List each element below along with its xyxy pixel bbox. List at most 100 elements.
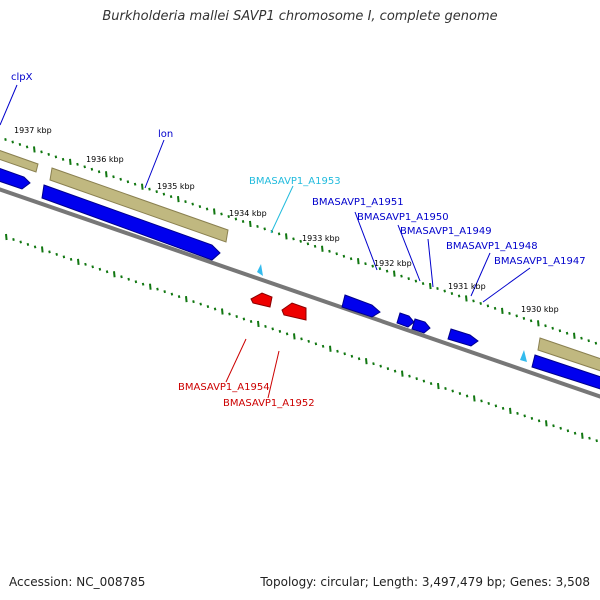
major-tick [113,271,116,278]
label-a1947[interactable]: BMASAVP1_A1947 [494,256,586,267]
minor-tick [472,299,475,303]
major-tick [141,183,144,190]
minor-tick [443,289,446,293]
tick-label-1933: 1933 kbp [302,234,340,243]
minor-tick [285,332,289,336]
major-tick [401,370,404,377]
major-tick [77,258,80,265]
minor-tick [307,339,310,343]
label-lon[interactable]: lon [158,129,173,140]
minor-tick [191,202,194,206]
minor-tick [385,269,389,273]
gene-a1952[interactable] [281,302,307,321]
minor-tick [573,431,577,435]
minor-tick [480,399,483,403]
label-a1953[interactable]: BMASAVP1_A1953 [249,176,341,187]
label-a1951[interactable]: BMASAVP1_A1951 [312,197,404,208]
major-tick [221,308,224,315]
major-tick [537,320,540,327]
cds-band-right [537,337,600,372]
gene-a1949[interactable] [411,318,431,334]
label-a1949[interactable]: BMASAVP1_A1949 [400,226,492,237]
label-a1950[interactable]: BMASAVP1_A1950 [357,212,449,223]
tick-label-1934: 1934 kbp [229,209,267,218]
minor-tick [192,300,195,304]
gene-a1947[interactable] [531,354,600,392]
minor-tick [177,295,181,299]
minor-tick [25,145,29,149]
backbone-line [0,187,600,399]
minor-tick [228,312,231,316]
tick-label-1935: 1935 kbp [157,182,195,191]
label-a1948[interactable]: BMASAVP1_A1948 [446,241,538,252]
label-clpX[interactable]: clpX [11,72,33,83]
minor-tick [508,311,511,315]
minor-tick [559,426,562,430]
minor-tick [148,187,151,191]
minor-tick [292,237,295,241]
leader-a1950 [397,224,421,282]
minor-tick [18,142,22,146]
leader-a1954 [225,338,247,383]
minor-tick [300,337,303,341]
gene-a1951[interactable] [341,294,381,318]
minor-tick [19,240,22,244]
major-tick [257,320,260,328]
minor-tick [313,244,317,248]
leader-lon [144,139,165,189]
minor-tick [76,162,79,166]
minor-tick [421,282,425,286]
minor-tick [299,239,302,243]
major-tick [509,407,512,414]
gene-a1948[interactable] [447,328,479,347]
minor-tick [522,316,526,320]
rna-marker-right[interactable] [520,350,527,362]
cds-band-left [0,150,39,173]
minor-tick [134,280,138,284]
minor-tick [580,336,583,340]
map-title: Burkholderia mallei SAVP1 chromosome I, … [102,9,498,24]
minor-tick [422,379,426,383]
major-tick [33,146,36,153]
gene-clpX[interactable] [0,165,31,190]
minor-tick [450,292,454,295]
major-tick [329,345,332,352]
label-a1952[interactable]: BMASAVP1_A1952 [223,398,315,409]
gene-a1954[interactable] [250,292,273,308]
major-tick [69,158,72,165]
minor-tick [277,232,281,236]
minor-tick [127,277,130,281]
leader-a1949 [427,238,434,288]
major-tick [213,208,216,215]
minor-tick [235,315,238,318]
major-tick [437,382,440,390]
minor-tick [249,319,253,323]
tick-labels: 1937 kbp 1936 kbp 1935 kbp 1934 kbp 1933… [14,126,559,314]
major-tick [41,246,44,253]
minor-tick [587,339,590,343]
gene-a1950[interactable] [396,312,415,328]
label-a1954[interactable]: BMASAVP1_A1954 [178,382,270,393]
minor-tick [457,294,461,298]
minor-tick [55,252,58,256]
tick-label-1936: 1936 kbp [86,155,124,164]
minor-tick [264,324,267,328]
minor-tick [91,265,94,269]
minor-tick [306,242,310,246]
leader-a1953 [270,185,294,234]
minor-tick [126,180,130,184]
minor-tick [90,167,94,171]
major-tick [249,220,252,228]
gene-a1953[interactable] [257,264,263,276]
minor-tick [4,138,7,141]
minor-tick [400,274,403,278]
accession-text: Accession: NC_008785 [9,575,146,589]
gene-lon[interactable] [41,184,221,261]
minor-tick [47,152,50,156]
minor-tick [588,436,591,440]
minor-tick [407,277,410,281]
minor-tick [40,150,43,154]
major-tick [473,395,476,402]
